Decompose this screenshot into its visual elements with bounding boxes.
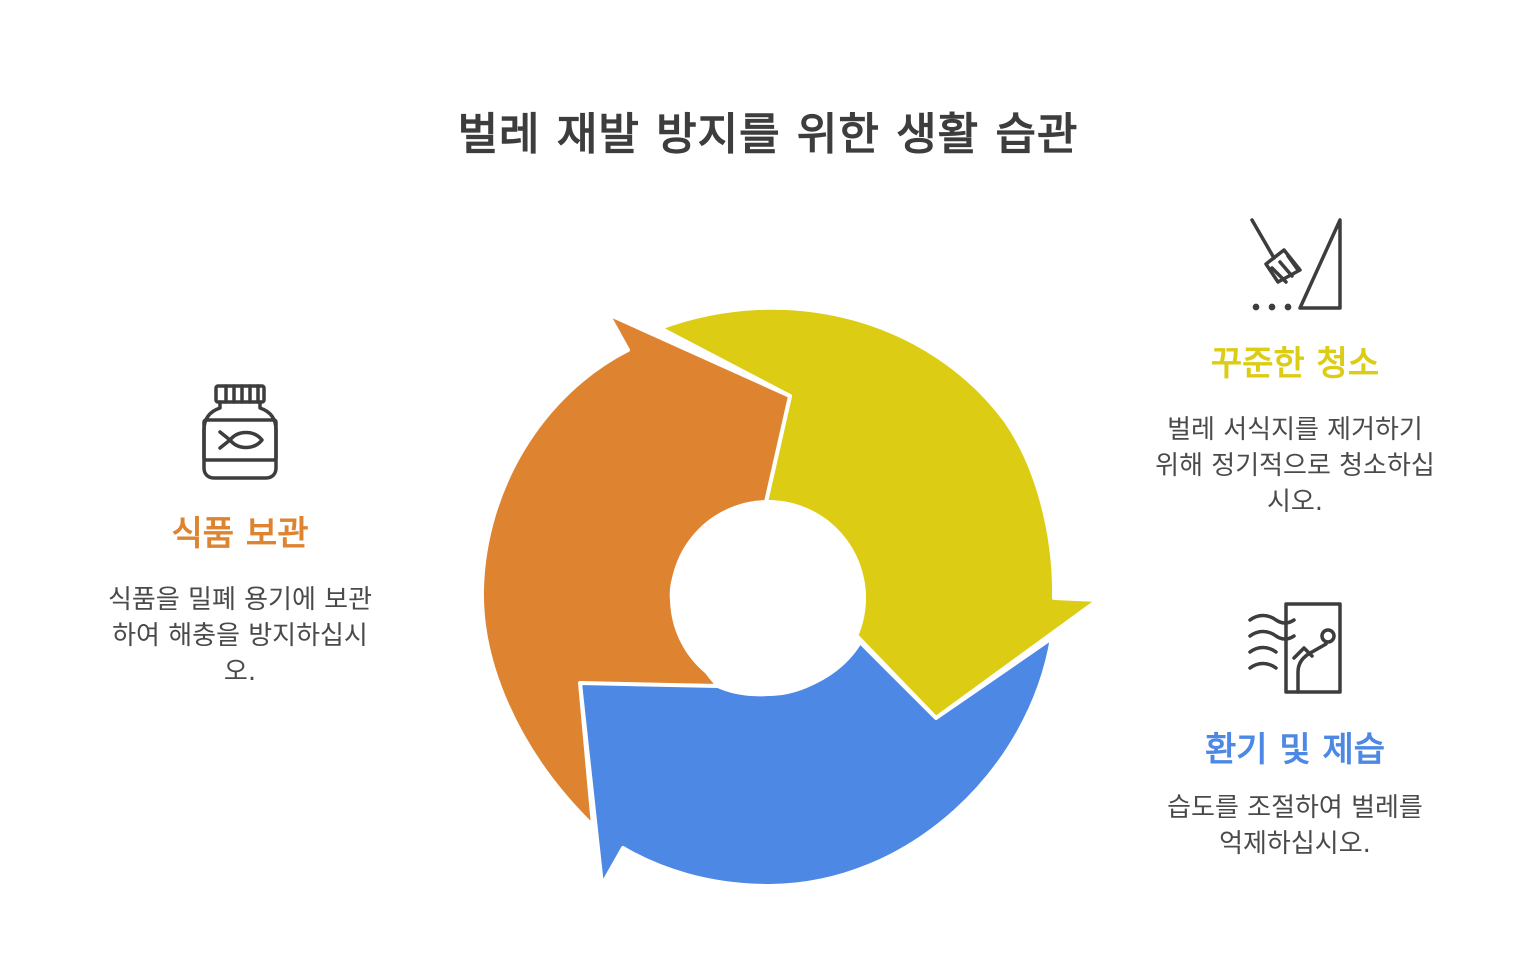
cycle-center — [670, 500, 866, 696]
step-heading-cleaning: 꾸준한 청소 — [1210, 344, 1380, 384]
diagram-title: 벌레 재발 방지를 위한 생활 습관 — [457, 109, 1079, 160]
broom-icon — [1248, 216, 1346, 312]
cycle-arrows — [479, 305, 1100, 888]
step-description-ventilation: 습도를 조절하여 벌레를 억제하십시오. — [1167, 793, 1423, 859]
jar-icon — [200, 382, 280, 482]
step-description-food-storage: 식품을 밀폐 용기에 보관하여 해충을 방지하십시오. — [108, 585, 372, 687]
step-heading-food-storage: 식품 보관 — [171, 514, 309, 554]
cycle-diagram — [460, 300, 1120, 900]
step-heading-ventilation: 환기 및 제습 — [1204, 730, 1386, 770]
window-air-icon — [1246, 600, 1346, 696]
step-description-cleaning: 벌레 서식지를 제거하기 위해 정기적으로 청소하십시오. — [1155, 415, 1435, 517]
